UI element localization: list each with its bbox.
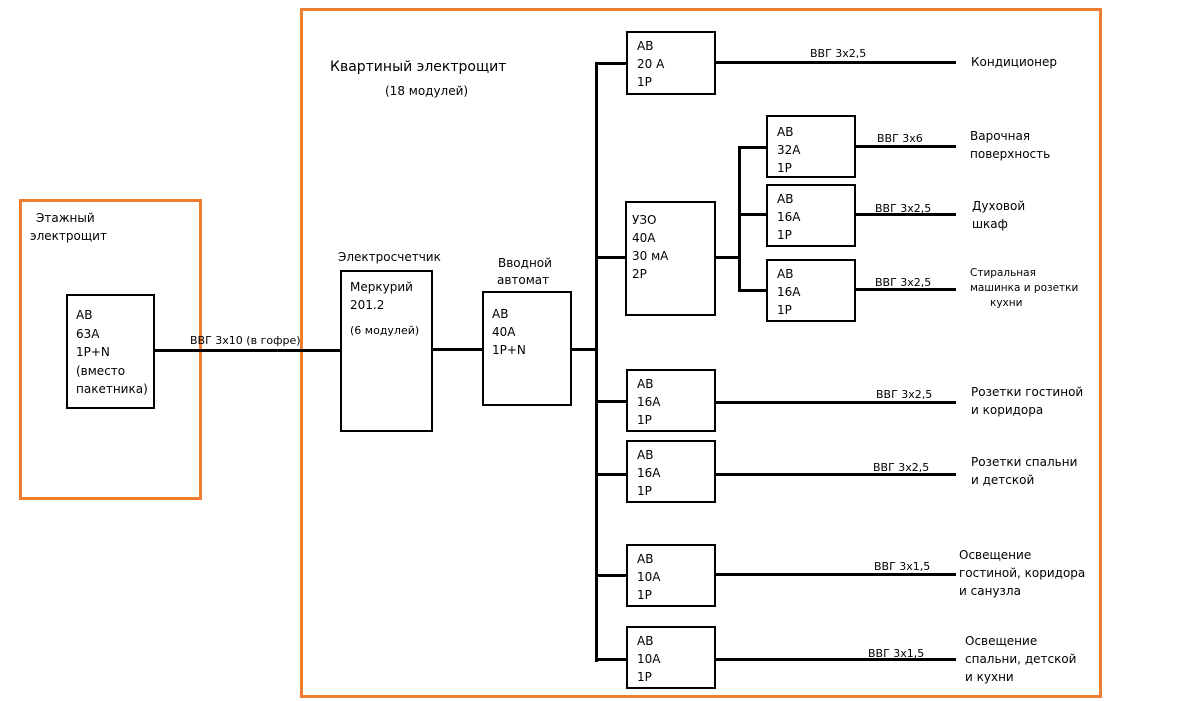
rcd-bus — [738, 146, 741, 291]
cable-label: ВВГ 3х2,5 — [875, 202, 932, 215]
main-breaker-label-2: автомат — [497, 273, 550, 287]
load-washer: Стиральная машинка и розетки кухни — [970, 267, 1079, 309]
main-to-bus-line — [572, 348, 598, 351]
main-bus — [595, 62, 598, 662]
floor-panel-title: Этажный — [36, 211, 95, 225]
breaker-living-sockets: АВ 16А 1Р — [626, 369, 716, 432]
load-oven: Духовой шкаф — [972, 199, 1026, 231]
cable-label: ВВГ 3х2,5 — [873, 461, 930, 474]
load-conditioner: Кондиционер — [971, 55, 1057, 69]
breaker-lighting-1: АВ 10А 1Р — [626, 544, 716, 607]
load-bedroom-sockets: Розетки спальни и детской — [971, 455, 1078, 487]
load-living-sockets: Розетки гостиной и коридора — [971, 385, 1084, 417]
breaker-oven: АВ 16А 1Р — [766, 184, 856, 247]
floor-breaker: АВ 63А 1Р+N (вместо пакетника) — [66, 294, 155, 409]
cable-label: ВВГ 3х1,5 — [868, 647, 925, 660]
load-lighting-2: Освещение спальни, детской и кухни — [965, 634, 1077, 684]
cable-label: ВВГ 3х2,5 — [810, 47, 867, 60]
cable-label: ВВГ 3х6 — [877, 132, 923, 145]
load-lighting-1: Освещение гостиной, коридора и санузла — [959, 548, 1086, 598]
load-cooktop: Варочная поверхность — [970, 129, 1051, 161]
feed-line — [155, 349, 341, 352]
breaker-conditioner: АВ 20 А 1Р — [626, 31, 716, 95]
breaker-cooktop: АВ 32А 1Р — [766, 115, 856, 178]
apartment-panel-title: Квартиный электрощит — [330, 59, 507, 75]
cable-label: ВВГ 3х2,5 — [875, 276, 932, 289]
apartment-panel-subtitle: (18 модулей) — [385, 84, 469, 98]
breaker-bedroom-sockets: АВ 16А 1Р — [626, 440, 716, 503]
breaker-washer: АВ 16А 1Р — [766, 259, 856, 322]
apartment-panel-frame — [300, 8, 1102, 698]
meter-label: Электросчетчик — [338, 250, 441, 264]
feed-cable-label: ВВГ 3х10 (в гофре) — [190, 334, 301, 347]
rcd: УЗО 40А 30 мА 2Р — [625, 201, 716, 316]
main-breaker-label-1: Вводной — [498, 256, 552, 270]
breaker-lighting-2: АВ 10А 1Р — [626, 626, 716, 689]
meter-to-main-line — [433, 348, 483, 351]
main-breaker: АВ 40А 1Р+N — [482, 291, 572, 406]
floor-panel-title-2: электрощит — [30, 229, 107, 243]
cable-label: ВВГ 3х1,5 — [874, 560, 931, 573]
meter: Меркурий 201.2 (6 модулей) — [340, 270, 433, 432]
cable-label: ВВГ 3х2,5 — [876, 388, 933, 401]
